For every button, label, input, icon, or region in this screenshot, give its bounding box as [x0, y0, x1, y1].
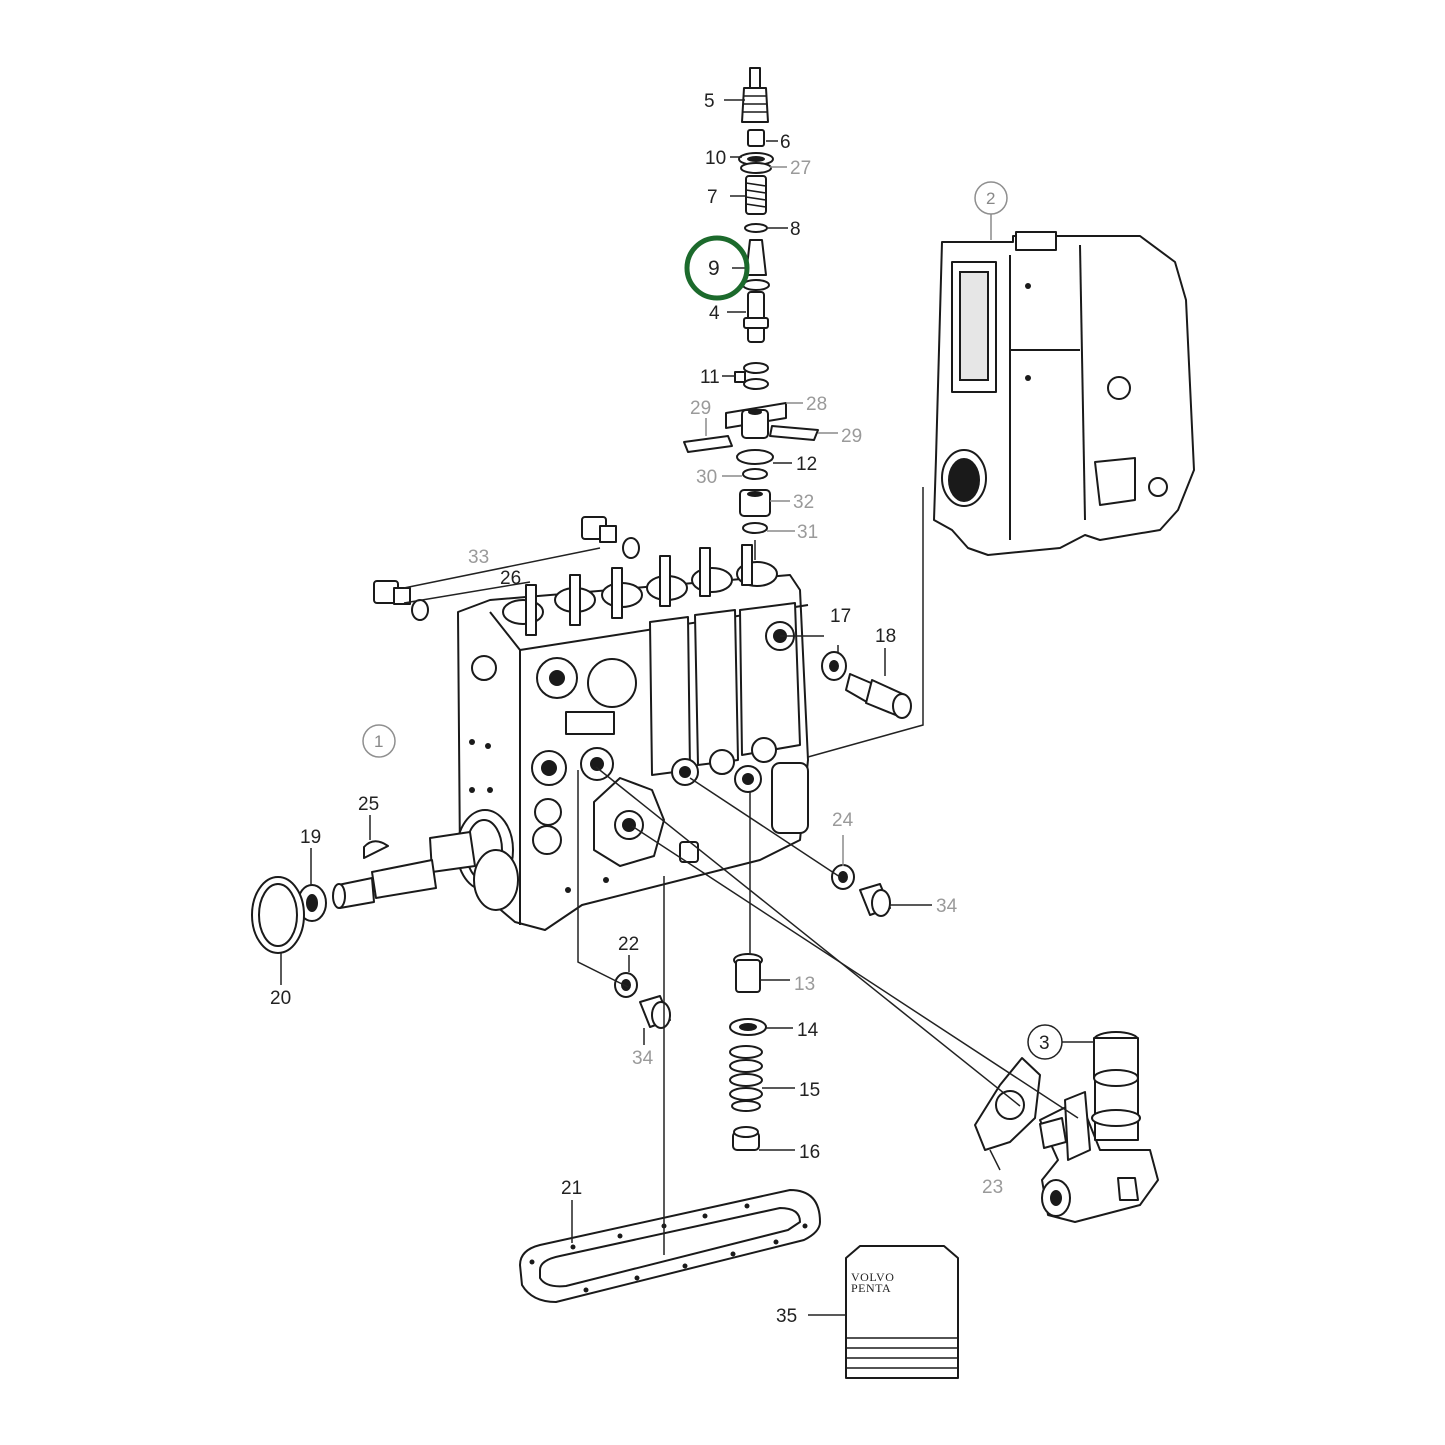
part-labels: 5 6 10 27 7 8 4 11 28 29 29 12 30 32 31 …: [270, 91, 1003, 1327]
part-6-shape[interactable]: [747, 129, 765, 147]
label-10[interactable]: 10: [705, 148, 726, 169]
manual-brand-penta: PENTA: [851, 1281, 891, 1295]
label-14[interactable]: 14: [797, 1020, 819, 1041]
part-13-cap[interactable]: [733, 953, 763, 993]
part-34-plug-right[interactable]: [859, 883, 891, 917]
label-6[interactable]: 6: [780, 132, 791, 153]
camshaft-end[interactable]: [332, 831, 476, 909]
manual-brand-volvo: VOLVO: [851, 1270, 894, 1284]
label-26[interactable]: 26: [500, 568, 521, 589]
label-17[interactable]: 17: [830, 606, 851, 627]
svg-text:3: 3: [1039, 1033, 1050, 1054]
label-34-bottom[interactable]: 34: [632, 1048, 654, 1069]
label-20[interactable]: 20: [270, 988, 291, 1009]
part-23-gasket[interactable]: [974, 1057, 1041, 1151]
callout-assembly-2[interactable]: 2: [974, 181, 1008, 240]
part-8-washer[interactable]: [744, 223, 768, 233]
callout-assembly-1[interactable]: 1: [362, 724, 396, 758]
part-18-fitting[interactable]: [845, 673, 912, 719]
label-33[interactable]: 33: [468, 547, 489, 568]
delivery-valve-stack: [683, 67, 819, 534]
assembly-callouts: 1 2 3: [362, 181, 1063, 1060]
label-32[interactable]: 32: [793, 492, 814, 513]
assembly-3-feed-pump[interactable]: [1039, 1031, 1159, 1223]
part-31-circlip[interactable]: [742, 522, 768, 534]
label-18[interactable]: 18: [875, 626, 896, 647]
label-28[interactable]: 28: [806, 394, 827, 415]
part-29-shim-right[interactable]: [769, 425, 819, 441]
label-29-right[interactable]: 29: [841, 426, 862, 447]
assembly-2-governor-housing[interactable]: [933, 231, 1195, 556]
svg-text:2: 2: [986, 189, 995, 208]
leader-lines: [280, 99, 1094, 1316]
svg-text:1: 1: [374, 732, 383, 751]
part-21-gasket[interactable]: [519, 1189, 821, 1303]
label-23[interactable]: 23: [982, 1177, 1003, 1198]
label-22[interactable]: 22: [618, 934, 639, 955]
label-24[interactable]: 24: [832, 810, 854, 831]
part-24-washer[interactable]: [831, 864, 855, 890]
label-35[interactable]: 35: [776, 1306, 797, 1327]
label-29-left[interactable]: 29: [690, 398, 711, 419]
label-7[interactable]: 7: [707, 187, 718, 208]
part-35-manual[interactable]: VOLVO PENTA: [845, 1245, 959, 1379]
part-32-sleeve[interactable]: [739, 489, 771, 517]
part-14-ring[interactable]: [729, 1018, 767, 1036]
part-10-27-washers[interactable]: [738, 152, 774, 174]
label-27[interactable]: 27: [790, 158, 811, 179]
part-34-plug-bottom[interactable]: [639, 995, 671, 1029]
label-34-right[interactable]: 34: [936, 896, 958, 917]
part-5-shape[interactable]: [741, 67, 769, 123]
part-15-spring[interactable]: [729, 1045, 763, 1112]
part-29-shim-left[interactable]: [683, 435, 733, 453]
part-30-ring[interactable]: [742, 468, 768, 480]
part-19-nut[interactable]: [297, 884, 327, 922]
part-26-screw[interactable]: [373, 580, 429, 621]
part-11-shape[interactable]: [734, 362, 769, 390]
part-20-oring[interactable]: [251, 876, 305, 954]
label-11[interactable]: 11: [700, 367, 720, 388]
label-21[interactable]: 21: [561, 1178, 582, 1199]
label-4[interactable]: 4: [709, 303, 720, 324]
label-8[interactable]: 8: [790, 219, 801, 240]
label-15[interactable]: 15: [799, 1080, 820, 1101]
callout-assembly-3[interactable]: 3: [1027, 1024, 1063, 1060]
part-22-washer[interactable]: [614, 972, 638, 998]
part-25-key[interactable]: [363, 840, 389, 859]
part-33-screw[interactable]: [581, 516, 640, 559]
label-31[interactable]: 31: [797, 522, 818, 543]
part-28-flange[interactable]: [725, 402, 787, 439]
label-19[interactable]: 19: [300, 827, 321, 848]
label-13[interactable]: 13: [794, 974, 815, 995]
label-25[interactable]: 25: [358, 794, 379, 815]
label-12[interactable]: 12: [796, 454, 817, 475]
part-7-spring[interactable]: [745, 175, 767, 215]
part-12-ring[interactable]: [736, 449, 774, 465]
label-5[interactable]: 5: [704, 91, 715, 112]
label-9[interactable]: 9: [708, 257, 720, 280]
label-30[interactable]: 30: [696, 467, 717, 488]
assembly-1-pump-housing[interactable]: [456, 544, 809, 931]
part-17-washer[interactable]: [821, 651, 847, 681]
part-4-valve-seat[interactable]: [743, 291, 769, 343]
highlighted-part-9[interactable]: 9: [684, 235, 750, 301]
part-16-plug[interactable]: [732, 1126, 760, 1151]
label-16[interactable]: 16: [799, 1142, 820, 1163]
